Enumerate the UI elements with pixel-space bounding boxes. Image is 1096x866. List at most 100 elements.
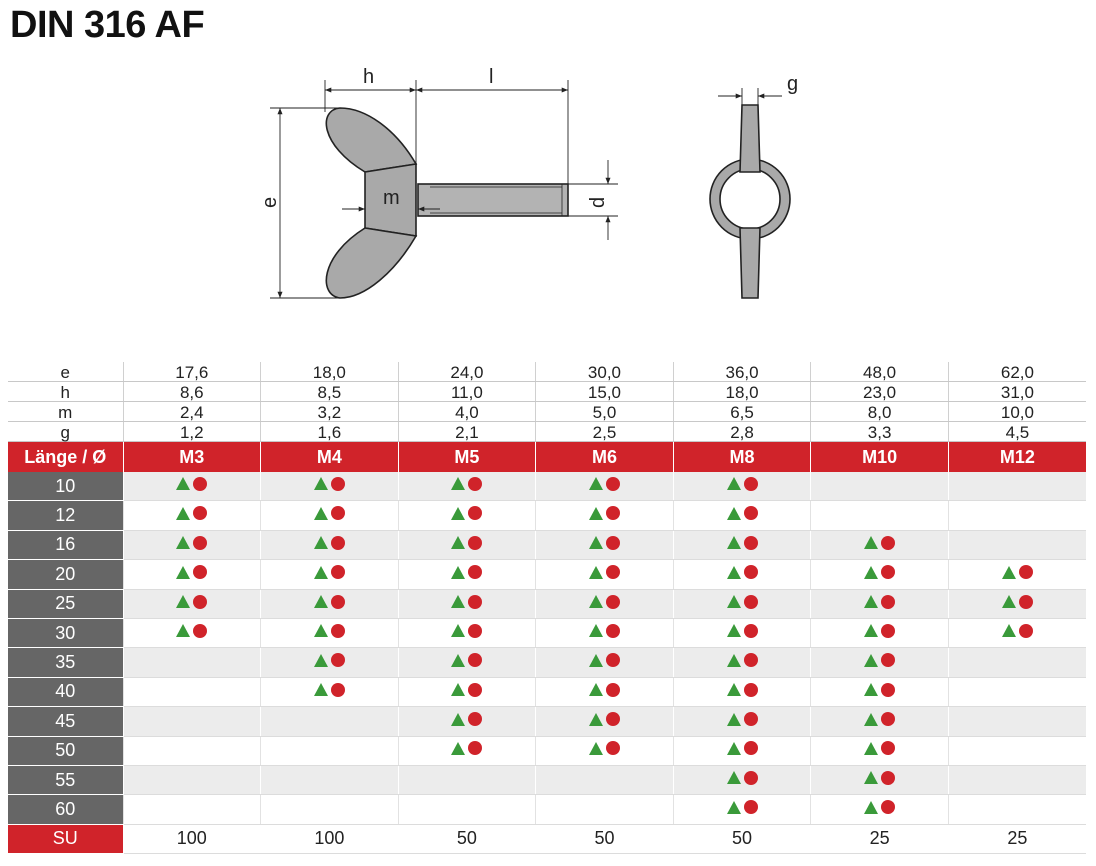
green-triangle-icon	[451, 712, 466, 726]
length-label: 16	[8, 530, 123, 561]
red-dot-icon	[330, 623, 345, 638]
table-row: 45	[8, 706, 1086, 737]
red-dot-icon	[605, 653, 620, 668]
availability-cell	[535, 706, 674, 737]
availability-marks	[864, 535, 896, 550]
red-dot-icon	[1018, 594, 1033, 609]
availability-marks	[313, 653, 345, 668]
green-triangle-icon	[313, 624, 328, 638]
red-dot-icon	[743, 594, 758, 609]
availability-marks	[451, 741, 483, 756]
availability-cell	[672, 618, 811, 649]
availability-marks	[726, 476, 758, 491]
availability-marks	[176, 565, 208, 580]
red-dot-icon	[193, 594, 208, 609]
availability-marks	[726, 594, 758, 609]
availability-marks	[451, 653, 483, 668]
green-triangle-icon	[176, 565, 191, 579]
red-dot-icon	[193, 565, 208, 580]
green-triangle-icon	[313, 536, 328, 550]
availability-cell	[672, 530, 811, 561]
dimension-g	[718, 88, 782, 105]
green-triangle-icon	[176, 506, 191, 520]
length-label: 45	[8, 706, 123, 737]
availability-marks	[864, 800, 896, 815]
table-row: 12	[8, 500, 1086, 531]
label-e: e	[259, 197, 281, 208]
green-triangle-icon	[864, 771, 879, 785]
dimension-label: m	[8, 401, 123, 422]
dimension-value: 15,0	[535, 381, 674, 402]
empty-cell	[122, 794, 261, 825]
availability-cell	[810, 559, 949, 590]
green-triangle-icon	[726, 595, 741, 608]
dimension-value: 2,8	[672, 421, 811, 442]
availability-cell	[397, 530, 536, 561]
red-dot-icon	[881, 565, 896, 580]
availability-cell	[397, 589, 536, 619]
wing-screw-front-view	[709, 104, 791, 299]
availability-cell	[672, 559, 811, 590]
green-triangle-icon	[864, 624, 879, 638]
dimension-value: 1,2	[122, 421, 261, 442]
availability-marks	[588, 565, 620, 580]
red-dot-icon	[1018, 623, 1033, 638]
label-d: d	[587, 197, 609, 208]
red-dot-icon	[605, 594, 620, 609]
availability-cell	[397, 677, 536, 708]
green-triangle-icon	[588, 653, 603, 667]
availability-cell	[947, 589, 1086, 619]
green-triangle-icon	[313, 595, 328, 608]
length-label: 40	[8, 677, 123, 708]
red-dot-icon	[330, 682, 345, 697]
red-dot-icon	[1018, 565, 1033, 580]
empty-cell	[122, 647, 261, 678]
red-dot-icon	[193, 535, 208, 550]
empty-cell	[947, 765, 1086, 796]
red-dot-icon	[468, 682, 483, 697]
availability-marks	[726, 565, 758, 580]
availability-marks	[726, 506, 758, 521]
availability-cell	[810, 706, 949, 737]
availability-marks	[864, 653, 896, 668]
availability-marks	[588, 623, 620, 638]
availability-marks	[176, 535, 208, 550]
availability-marks	[1001, 565, 1033, 580]
availability-marks	[451, 476, 483, 491]
dimension-value: 2,4	[122, 401, 261, 422]
green-triangle-icon	[726, 683, 741, 697]
availability-cell	[672, 765, 811, 796]
dimension-label: g	[8, 421, 123, 442]
su-value: 100	[122, 824, 261, 855]
label-m: m	[383, 187, 400, 209]
dimension-value: 18,0	[260, 362, 399, 382]
availability-cell	[535, 559, 674, 590]
availability-marks	[313, 565, 345, 580]
availability-cell	[260, 618, 399, 649]
availability-cell	[672, 677, 811, 708]
green-triangle-icon	[451, 624, 466, 638]
empty-cell	[947, 794, 1086, 825]
red-dot-icon	[881, 594, 896, 609]
availability-marks	[864, 682, 896, 697]
table-row: 55	[8, 765, 1086, 796]
label-l: l	[489, 66, 493, 88]
availability-cell	[535, 530, 674, 561]
red-dot-icon	[193, 623, 208, 638]
availability-marks	[726, 712, 758, 727]
availability-cell	[535, 589, 674, 619]
green-triangle-icon	[313, 506, 328, 520]
availability-cell	[810, 736, 949, 766]
red-dot-icon	[330, 594, 345, 609]
red-dot-icon	[743, 565, 758, 580]
availability-cell	[810, 677, 949, 708]
availability-marks	[864, 565, 896, 580]
green-triangle-icon	[726, 477, 741, 491]
green-triangle-icon	[451, 653, 466, 667]
availability-marks	[451, 506, 483, 521]
red-dot-icon	[743, 682, 758, 697]
green-triangle-icon	[1001, 565, 1016, 579]
availability-cell	[122, 530, 261, 561]
